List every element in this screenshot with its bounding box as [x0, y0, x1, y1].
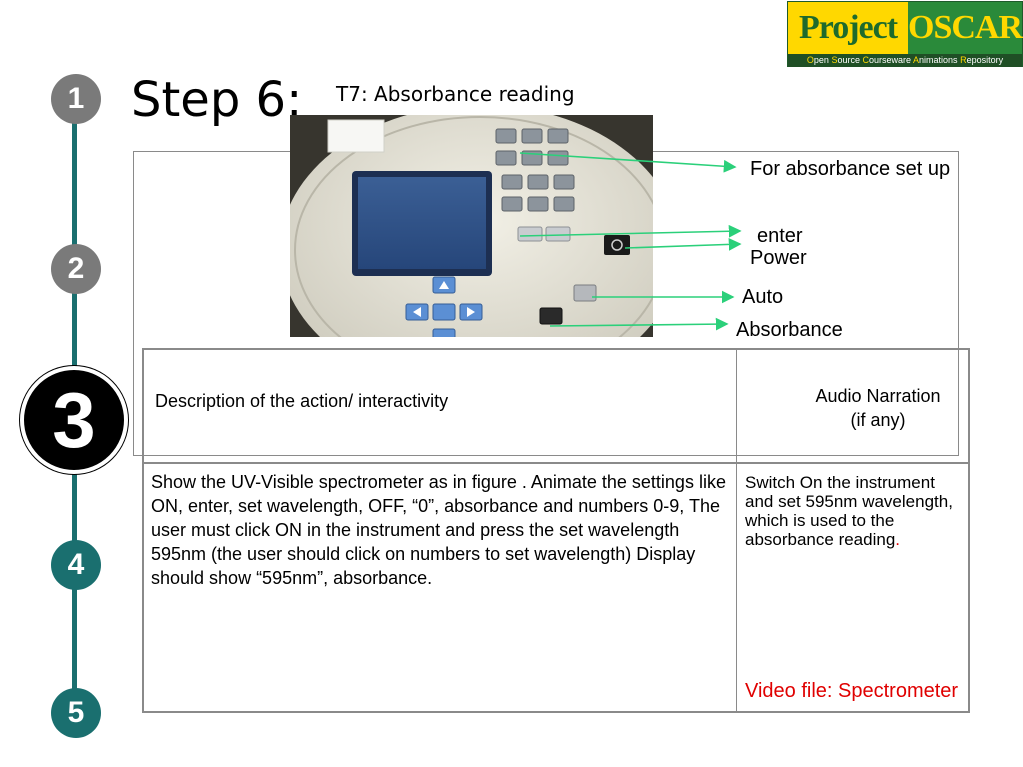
table-column-divider — [736, 349, 737, 712]
step-1-marker[interactable]: 1 — [51, 74, 101, 124]
callout-absorbance: Absorbance — [736, 319, 843, 341]
table-cell-audio: Switch On the instrument and set 595nm w… — [745, 473, 953, 549]
spectrometer-illustration — [290, 115, 653, 337]
video-file-label: Video file: Spectrometer — [745, 680, 959, 702]
step-5-marker[interactable]: 5 — [51, 688, 101, 738]
page-subtitle: T7: Absorbance reading — [336, 82, 575, 106]
table-header-description: Description of the action/ interactivity — [155, 391, 449, 411]
callout-enter: enter — [757, 225, 803, 247]
step-3-marker-current[interactable]: 3 — [20, 366, 128, 474]
step-4-marker[interactable]: 4 — [51, 540, 101, 590]
table-header-audio: Audio Narration (if any) — [815, 386, 941, 430]
step-2-marker[interactable]: 2 — [51, 244, 101, 294]
page-title: Step 6: — [131, 72, 303, 128]
project-oscar-logo: Project OSCAR Open Source Courseware Ani… — [787, 1, 1023, 67]
spectrometer-photo — [290, 115, 653, 337]
logo-word-oscar: OSCAR — [908, 2, 1023, 54]
table-cell-description: Show the UV-Visible spectrometer as in f… — [151, 472, 726, 588]
callout-auto: Auto — [742, 286, 784, 308]
logo-word-project: Project — [788, 2, 908, 54]
table-row-divider — [143, 462, 969, 464]
callout-absorbance-setup: For absorbance set up — [750, 158, 951, 180]
logo-subtitle: Open Source Courseware Animations Reposi… — [788, 54, 1022, 67]
callout-power: Power — [750, 247, 807, 269]
storyboard-table — [142, 348, 970, 713]
